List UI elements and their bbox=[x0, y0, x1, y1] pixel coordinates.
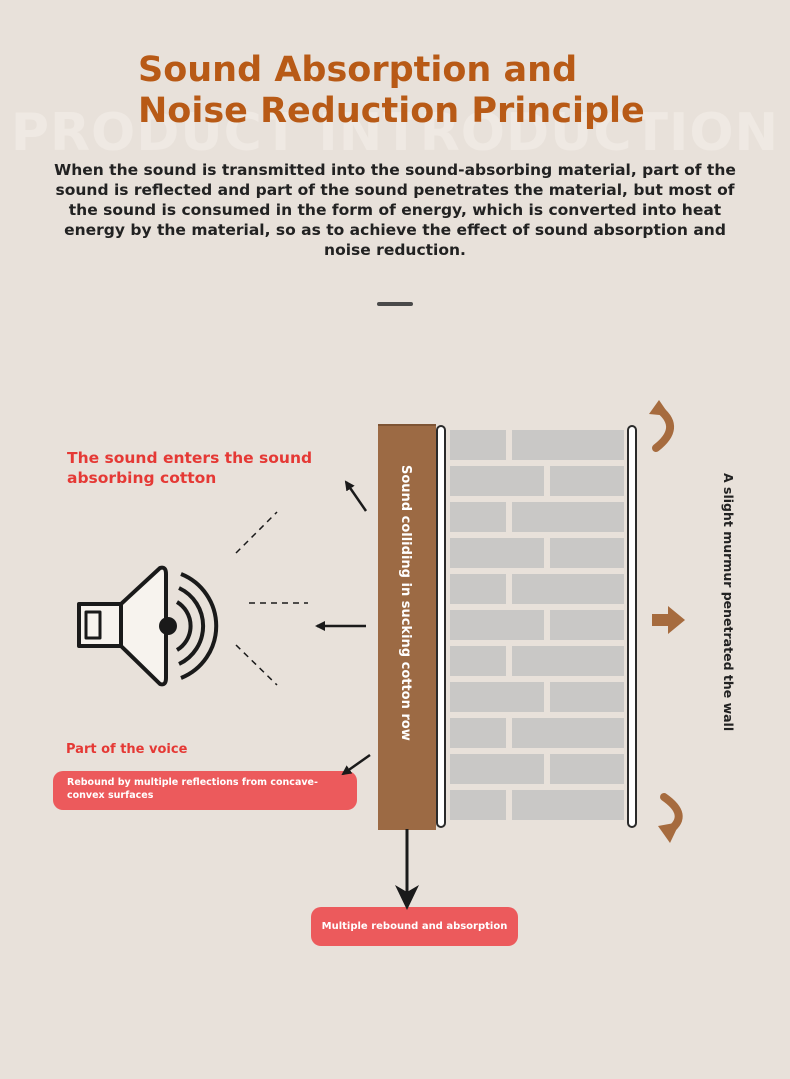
multiple-pill-text: Multiple rebound and absorption bbox=[321, 921, 508, 932]
label-enter-cotton: The sound enters the sound absorbing cot… bbox=[67, 449, 313, 487]
rebound-pill-text: Rebound by multiple reflections from con… bbox=[67, 777, 318, 801]
rebound-pill: Rebound by multiple reflections from con… bbox=[53, 771, 357, 810]
label-part-voice: Part of the voice bbox=[66, 742, 188, 757]
brick bbox=[550, 682, 624, 712]
brick bbox=[450, 610, 544, 640]
brick bbox=[512, 574, 624, 604]
sound-absorbing-cotton bbox=[378, 424, 436, 830]
brick bbox=[512, 790, 624, 820]
penetrate-arrow-icon bbox=[652, 606, 685, 634]
brick bbox=[512, 718, 624, 748]
brick bbox=[450, 682, 544, 712]
brick bbox=[450, 718, 506, 748]
brick bbox=[450, 430, 506, 460]
speaker-icon bbox=[77, 565, 219, 687]
divider bbox=[377, 302, 413, 306]
brick bbox=[450, 538, 544, 568]
brick bbox=[550, 466, 624, 496]
brick bbox=[450, 646, 506, 676]
brick bbox=[550, 538, 624, 568]
reflect-arrow-down bbox=[341, 753, 371, 776]
sound-lines bbox=[235, 511, 308, 686]
curved-arrow-top-icon bbox=[649, 400, 674, 452]
page-title: Sound Absorption and Noise Reduction Pri… bbox=[138, 50, 645, 131]
murmur-text: A slight murmur penetrated the wall bbox=[721, 473, 736, 732]
description-text: When the sound is transmitted into the s… bbox=[54, 161, 736, 259]
brick bbox=[450, 502, 506, 532]
wall-frame-right bbox=[627, 425, 637, 828]
cotton-column-text: Sound colliding in sucking cotton row bbox=[398, 465, 413, 741]
brick bbox=[512, 646, 624, 676]
absorb-arrow-down bbox=[395, 829, 419, 910]
brick bbox=[512, 430, 624, 460]
watermark-text: PRODUCT INTRODUCTION bbox=[10, 103, 780, 163]
brick bbox=[450, 466, 544, 496]
brick bbox=[450, 574, 506, 604]
brick bbox=[450, 754, 544, 784]
brick bbox=[550, 754, 624, 784]
multiple-pill: Multiple rebound and absorption bbox=[311, 907, 518, 946]
reflect-arrow-up bbox=[344, 480, 368, 512]
brick bbox=[512, 502, 624, 532]
wall-frame-left bbox=[436, 425, 446, 828]
curved-arrow-bottom-icon bbox=[658, 793, 683, 843]
brick bbox=[450, 790, 506, 820]
brick bbox=[550, 610, 624, 640]
